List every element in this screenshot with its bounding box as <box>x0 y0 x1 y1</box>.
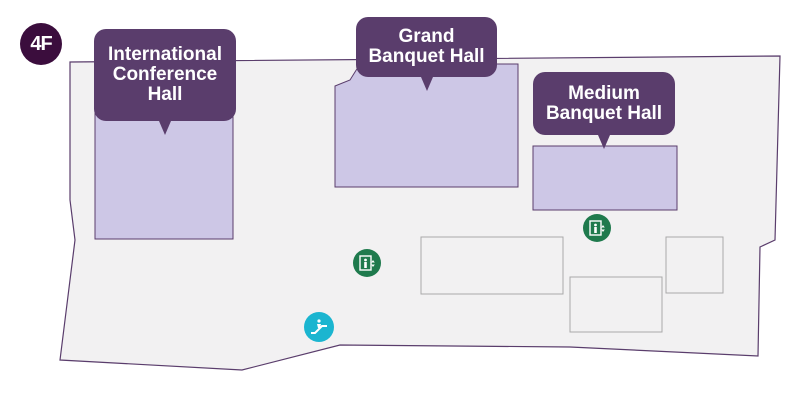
callout-medium-banquet-hall[interactable]: Medium Banquet Hall <box>533 72 675 149</box>
elevator-icon[interactable] <box>353 249 381 277</box>
callout-international-conference-hall[interactable]: International Conference Hall <box>94 29 236 135</box>
callout-label: International Conference Hall <box>107 44 222 105</box>
room-1 <box>420 236 564 295</box>
escalator-glyph <box>311 319 327 334</box>
room-2 <box>569 276 663 333</box>
room-3 <box>665 236 724 294</box>
hall-grand-banquet[interactable] <box>334 63 519 188</box>
escalator-icon[interactable] <box>304 312 334 342</box>
hall-medium-banquet[interactable] <box>532 145 678 211</box>
floor-badge: 4F <box>20 23 62 65</box>
callout-label: Grand Banquet Hall <box>368 26 485 67</box>
callout-grand-banquet-hall[interactable]: Grand Banquet Hall <box>356 17 497 91</box>
elevator-icon[interactable] <box>583 214 611 242</box>
elevator-glyph <box>359 255 375 271</box>
callout-label: Medium Banquet Hall <box>545 82 663 124</box>
elevator-glyph <box>589 220 605 236</box>
